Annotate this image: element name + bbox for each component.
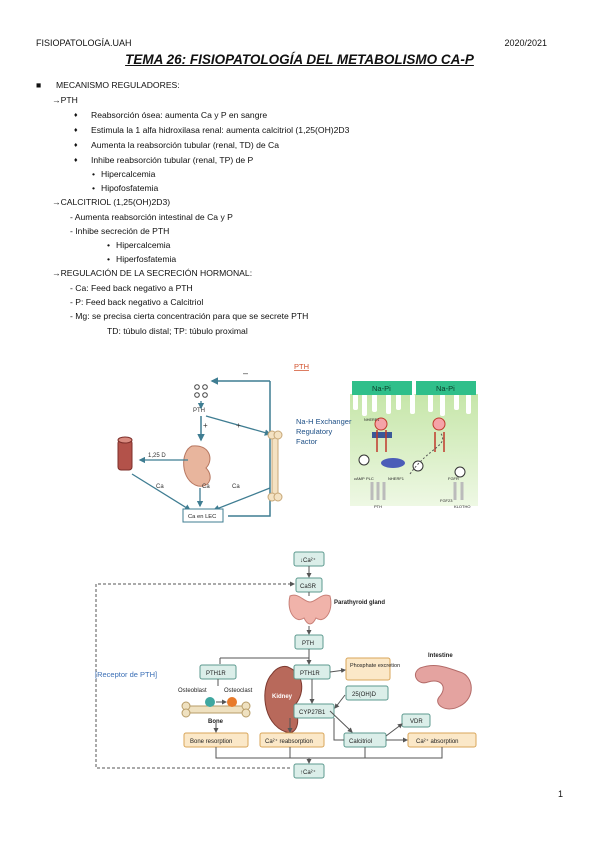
bullet: • [92, 169, 96, 179]
nherf1-label-top: NHERF1 [364, 418, 379, 422]
calcitriol-item: - Inhibe secreción de PTH [70, 226, 170, 236]
kidney-icon [183, 445, 211, 487]
ca-label-bone: Ca [232, 484, 240, 490]
bone-icon [267, 430, 283, 502]
calcitriol-heading: →CALCITRIOL (1,25(OH)2D3) [52, 197, 171, 207]
vdr-label: VDR [410, 719, 423, 725]
napi-box-right [416, 381, 476, 395]
pth-heading: →PTH [52, 95, 78, 105]
parathyroid-gland-icon [288, 594, 332, 625]
ca-absorption-label: Ca²⁺ absorption [416, 738, 459, 745]
vitd-label: 1,25 D [148, 453, 166, 459]
osteoblast-label: Osteoblast [178, 688, 207, 694]
osteoclast-label: Osteoclast [224, 688, 253, 694]
pth-item: Reabsorción ósea: aumenta Ca y P en sang… [91, 110, 268, 120]
kidney-label: Kidney [272, 694, 293, 700]
calcitriol-item: - Aumenta reabsorción intestinal de Ca y… [70, 212, 233, 222]
klotho-label: KLOTHO [454, 504, 470, 509]
nhe-title-2: Regulatory [296, 427, 333, 436]
parathyroid-icon [194, 384, 208, 398]
lec-box [182, 508, 224, 523]
abbreviations-note: TD: túbulo distal; TP: túbulo proximal [107, 326, 248, 336]
pth-subitem: Hipofosfatemia [101, 183, 159, 193]
page-number: 1 [557, 789, 563, 799]
pth-small-label: PTH [193, 408, 205, 414]
ca-reabsorption-label: Ca²⁺ reabsorption [265, 738, 313, 745]
vdr-box [401, 713, 431, 728]
intestine-icon [415, 665, 472, 710]
pth-receptor-label: PTH [374, 504, 382, 509]
phosphate-box [345, 657, 391, 681]
calcitriol-label: Calcitriol [349, 739, 372, 745]
page-title: TEMA 26: FISIOPATOLOGÍA DEL METABOLISMO … [125, 52, 474, 67]
fgfr-label: FGFR [448, 476, 459, 481]
napi-label-right: Na-Pi [436, 384, 455, 393]
section-heading: MECANISMO REGULADORES: [56, 80, 180, 90]
napi-box-left [352, 381, 412, 395]
plus-label-bone: + [236, 421, 241, 430]
regulation-item: - Mg: se precisa cierta concentración pa… [70, 311, 309, 321]
bullet: ♦ [74, 112, 78, 119]
intestine-icon [117, 436, 133, 471]
minus-label: – [243, 368, 248, 378]
bone-label: Bone [208, 719, 224, 725]
cyp-label: CYP27B1 [299, 710, 326, 716]
ca-high-label: ↑Ca²⁺ [300, 769, 316, 776]
microvilli [353, 394, 471, 416]
intestine-label: Intestine [428, 653, 453, 659]
calcitriol-subitem: Hipercalcemia [116, 240, 171, 250]
ca-label-kidney: Ca [202, 484, 210, 490]
bullet: ♦ [74, 142, 78, 149]
section-bullet: ■ [36, 80, 42, 90]
nherf1-label-bottom: NHERF1 [388, 476, 405, 481]
bullet: • [107, 240, 111, 250]
d25-box [345, 685, 389, 701]
regulation-item: - Ca: Feed back negativo a PTH [70, 283, 193, 293]
parathyroid-label: Parathyroid gland [334, 600, 385, 606]
calcium-regulation-figure: ↓Ca²⁺ CaSR Parathyroid gland PTH PTH1R [… [95, 551, 477, 779]
calcitriol-subitem: Hiperfosfatemia [116, 254, 177, 264]
d25-label: 25(OH)D [352, 692, 377, 698]
pth-item: Inhibe reabsorción tubular (renal, TP) d… [91, 155, 254, 165]
napi-label-left: Na-Pi [372, 384, 391, 393]
pth-box-label: PTH [302, 641, 314, 647]
fgf23-label: FGF23 [440, 498, 453, 503]
nhe-title-3: Factor [296, 437, 318, 446]
cyp-box [293, 703, 335, 719]
pth1r-left-label: PTH1R [206, 671, 226, 677]
plus-label-kidney: + [203, 421, 208, 430]
bullet: • [92, 183, 96, 193]
pth-item: Aumenta la reabsorción tubular (renal, T… [91, 140, 280, 150]
nhe-title-1: Na-H Exchanger [296, 417, 352, 426]
header-left: FISIOPATOLOGÍA.UAH [36, 38, 132, 48]
regulation-heading: →REGULACIÓN DE LA SECRECIÓN HORMONAL: [52, 268, 253, 278]
receptor-note: [Receptor de PTH] [95, 670, 157, 679]
plc-label: PLC [366, 476, 374, 481]
lec-label: Ca en LEC [188, 514, 216, 520]
bullet: • [107, 254, 111, 264]
ca-reabsorption-box [259, 732, 325, 748]
casr-label: CaSR [300, 584, 317, 590]
header-right: 2020/2021 [504, 38, 547, 48]
pth-item: Estimula la 1 alfa hidroxilasa renal: au… [91, 125, 350, 135]
bone-resorption-label: Bone resorption [190, 739, 232, 745]
ca-low-label: ↓Ca²⁺ [300, 557, 316, 564]
pth-regulation-figure: PTH – PTH + + 1,25 D Ca Ca Ca Ca en LEC [117, 362, 478, 528]
transporter-icons [358, 417, 466, 500]
ca-high-box [293, 763, 325, 779]
pth-subitem: Hipercalcemia [101, 169, 156, 179]
ca-label-intestine: Ca [156, 484, 164, 490]
regulation-item: - P: Feed back negativo a Calcitriol [70, 297, 204, 307]
pth-figure-label: PTH [294, 362, 309, 371]
bone-icon [181, 697, 251, 718]
pth1r-mid-label: PTH1R [300, 671, 320, 677]
camp-label: cAMP [354, 476, 365, 481]
phosphate-label: Phosphate excretion [350, 663, 400, 669]
bullet: ♦ [74, 127, 78, 134]
bullet: ♦ [74, 157, 78, 164]
